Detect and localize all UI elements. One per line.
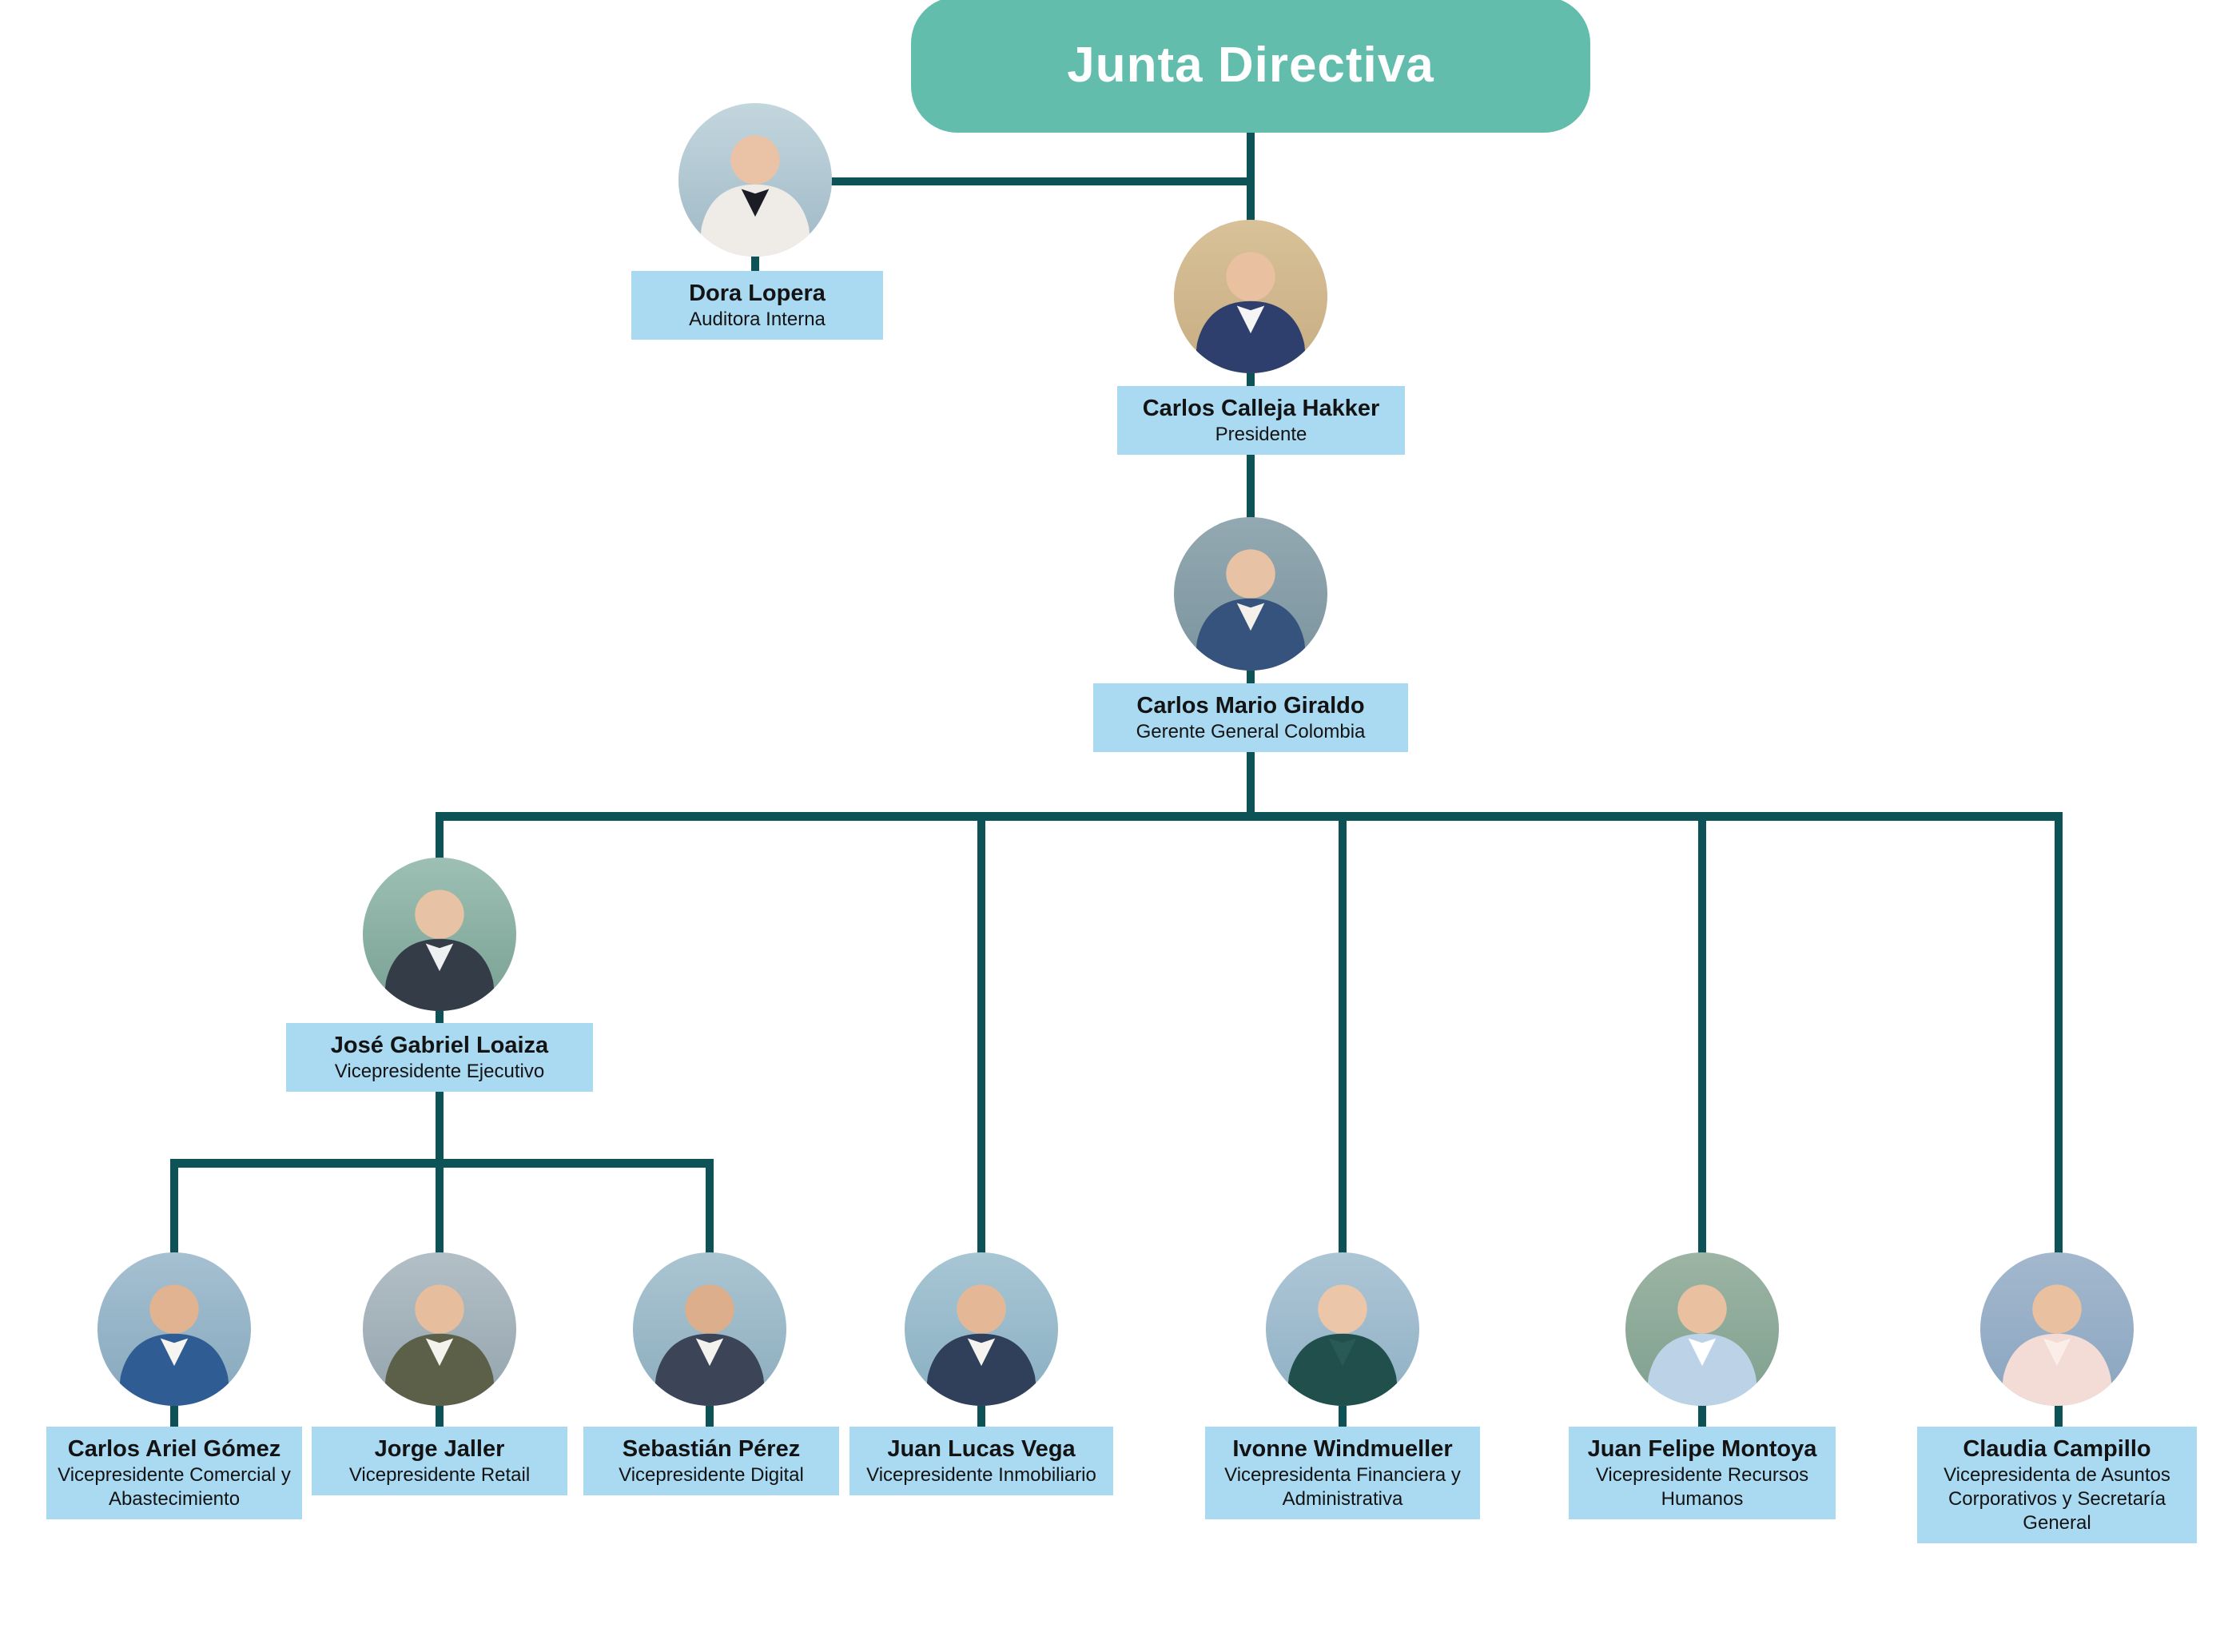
label-carlos-mario-giraldo: Carlos Mario Giraldo Gerente General Col… [1093, 683, 1408, 753]
person-name: Ivonne Windmueller [1232, 1436, 1453, 1462]
person-title: Vicepresidente Comercial y Abastecimient… [58, 1464, 291, 1511]
board-title: Junta Directiva [1067, 37, 1434, 93]
portrait-juan-felipe-montoya [1625, 1252, 1779, 1406]
person-name: Sebastián Pérez [622, 1436, 801, 1462]
person-photo-placeholder [652, 1284, 767, 1406]
person-photo-placeholder [698, 135, 813, 257]
connector-drop-claudia [2055, 812, 2063, 1431]
portrait-ivonne-windmueller [1266, 1252, 1419, 1406]
person-photo-placeholder [1645, 1284, 1760, 1406]
portrait-carlos-calleja [1174, 220, 1327, 373]
person-photo-placeholder [1999, 1284, 2115, 1406]
connector-root-vertical [1247, 124, 1255, 812]
person-photo-placeholder [382, 890, 497, 1011]
person-title: Gerente General Colombia [1136, 721, 1366, 743]
portrait-juan-lucas-vega [905, 1252, 1058, 1406]
board-title-box: Junta Directiva [911, 0, 1590, 133]
person-name: Juan Lucas Vega [887, 1436, 1076, 1462]
person-title: Vicepresidenta Financiera y Administrati… [1224, 1464, 1461, 1511]
person-title: Vicepresidente Recursos Humanos [1595, 1464, 1809, 1511]
portrait-jose-gabriel-loaiza [363, 858, 516, 1011]
person-photo-placeholder [117, 1284, 232, 1406]
person-name: Carlos Mario Giraldo [1136, 693, 1365, 719]
person-name: Juan Felipe Montoya [1587, 1436, 1817, 1462]
portrait-carlos-ariel-gomez [97, 1252, 251, 1406]
label-dora-lopera: Dora Lopera Auditora Interna [631, 271, 883, 340]
label-jorge-jaller: Jorge Jaller Vicepresidente Retail [312, 1427, 567, 1496]
label-juan-lucas-vega: Juan Lucas Vega Vicepresidente Inmobilia… [849, 1427, 1113, 1496]
person-photo-placeholder [1193, 252, 1308, 373]
portrait-sebastian-perez [633, 1252, 786, 1406]
portrait-claudia-campillo [1980, 1252, 2134, 1406]
connector-drop-juan-felipe [1698, 812, 1706, 1431]
portrait-jorge-jaller [363, 1252, 516, 1406]
person-title: Vicepresidente Ejecutivo [334, 1061, 545, 1083]
connector-auditor-horizontal [803, 177, 1255, 185]
label-sebastian-perez: Sebastián Pérez Vicepresidente Digital [583, 1427, 839, 1496]
portrait-dora-lopera [678, 103, 832, 257]
person-photo-placeholder [382, 1284, 497, 1406]
person-name: Carlos Ariel Gómez [67, 1436, 281, 1462]
portrait-carlos-mario-giraldo [1174, 517, 1327, 671]
person-title: Presidente [1215, 424, 1307, 446]
label-carlos-ariel-gomez: Carlos Ariel Gómez Vicepresidente Comerc… [46, 1427, 302, 1520]
person-photo-placeholder [1193, 549, 1308, 671]
connector-drop-ivonne [1339, 812, 1347, 1431]
label-claudia-campillo: Claudia Campillo Vicepresidenta de Asunt… [1917, 1427, 2197, 1544]
person-title: Vicepresidenta de Asuntos Corporativos y… [1944, 1464, 2170, 1535]
person-name: Carlos Calleja Hakker [1142, 396, 1380, 421]
person-title: Vicepresidente Digital [619, 1464, 804, 1487]
label-ivonne-windmueller: Ivonne Windmueller Vicepresidenta Financ… [1205, 1427, 1480, 1520]
label-juan-felipe-montoya: Juan Felipe Montoya Vicepresidente Recur… [1569, 1427, 1836, 1520]
person-name: Claudia Campillo [1963, 1436, 2151, 1462]
person-photo-placeholder [1285, 1284, 1400, 1406]
person-name: Dora Lopera [689, 281, 826, 306]
person-title: Auditora Interna [689, 309, 826, 331]
person-title: Vicepresidente Retail [348, 1464, 531, 1487]
label-carlos-calleja: Carlos Calleja Hakker Presidente [1117, 386, 1405, 456]
person-name: José Gabriel Loaiza [330, 1033, 549, 1058]
person-title: Vicepresidente Inmobiliario [866, 1464, 1096, 1487]
connector-drop-juan-lucas-vega [977, 812, 985, 1431]
connector-main-bar [436, 812, 2063, 821]
label-jose-gabriel-loaiza: José Gabriel Loaiza Vicepresidente Ejecu… [286, 1023, 593, 1093]
person-photo-placeholder [924, 1284, 1039, 1406]
person-name: Jorge Jaller [374, 1436, 505, 1462]
